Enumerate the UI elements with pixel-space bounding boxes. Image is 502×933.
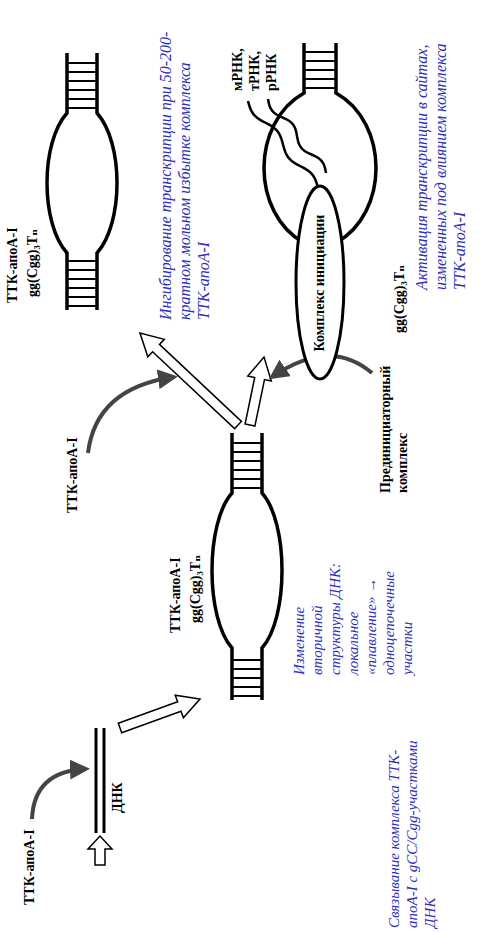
label: ТТК-апоА-I	[168, 557, 185, 633]
initiation-complex-ellipse: Комплекс инициации	[294, 185, 346, 382]
node-text: Комплекс инициации	[312, 215, 328, 352]
rna-strand	[268, 99, 326, 173]
note-text: Ингибирование транскрипции при 50-200-кр…	[156, 30, 214, 320]
rna-strand	[248, 101, 318, 188]
binding-arrow	[88, 836, 112, 865]
label: ТТК-апоА-I	[65, 437, 82, 513]
label: gg(Cgg)₃Tₙ	[188, 555, 205, 623]
label: gg(Cgg)₃Tₙ	[392, 265, 409, 333]
label: Прединициаторный комплекс	[378, 366, 412, 493]
dna-strands	[96, 728, 104, 833]
note-text: Активация транскрипции в сайтах, изменен…	[412, 40, 470, 290]
melting-arrow	[118, 695, 200, 733]
note-text: Изменение вторичной структуры ДНК: локал…	[290, 550, 416, 675]
label: gg(Cgg)₃Tₙ	[25, 229, 42, 297]
curved-arrow	[88, 377, 174, 453]
curved-arrow	[32, 769, 86, 819]
melted-dna	[212, 433, 282, 700]
label: ТТК-апоА-I	[5, 227, 22, 303]
label: мРНК, тРНК, рРНК	[230, 48, 280, 91]
melted-dna-inhibited	[47, 53, 117, 310]
activation-arrow	[245, 357, 271, 426]
label: ДНК	[110, 782, 127, 813]
note-text: Связывание комплекса ТТК-апоА-I с gCC/Cg…	[385, 723, 439, 928]
label: ТТК-апоА-I	[22, 829, 39, 905]
